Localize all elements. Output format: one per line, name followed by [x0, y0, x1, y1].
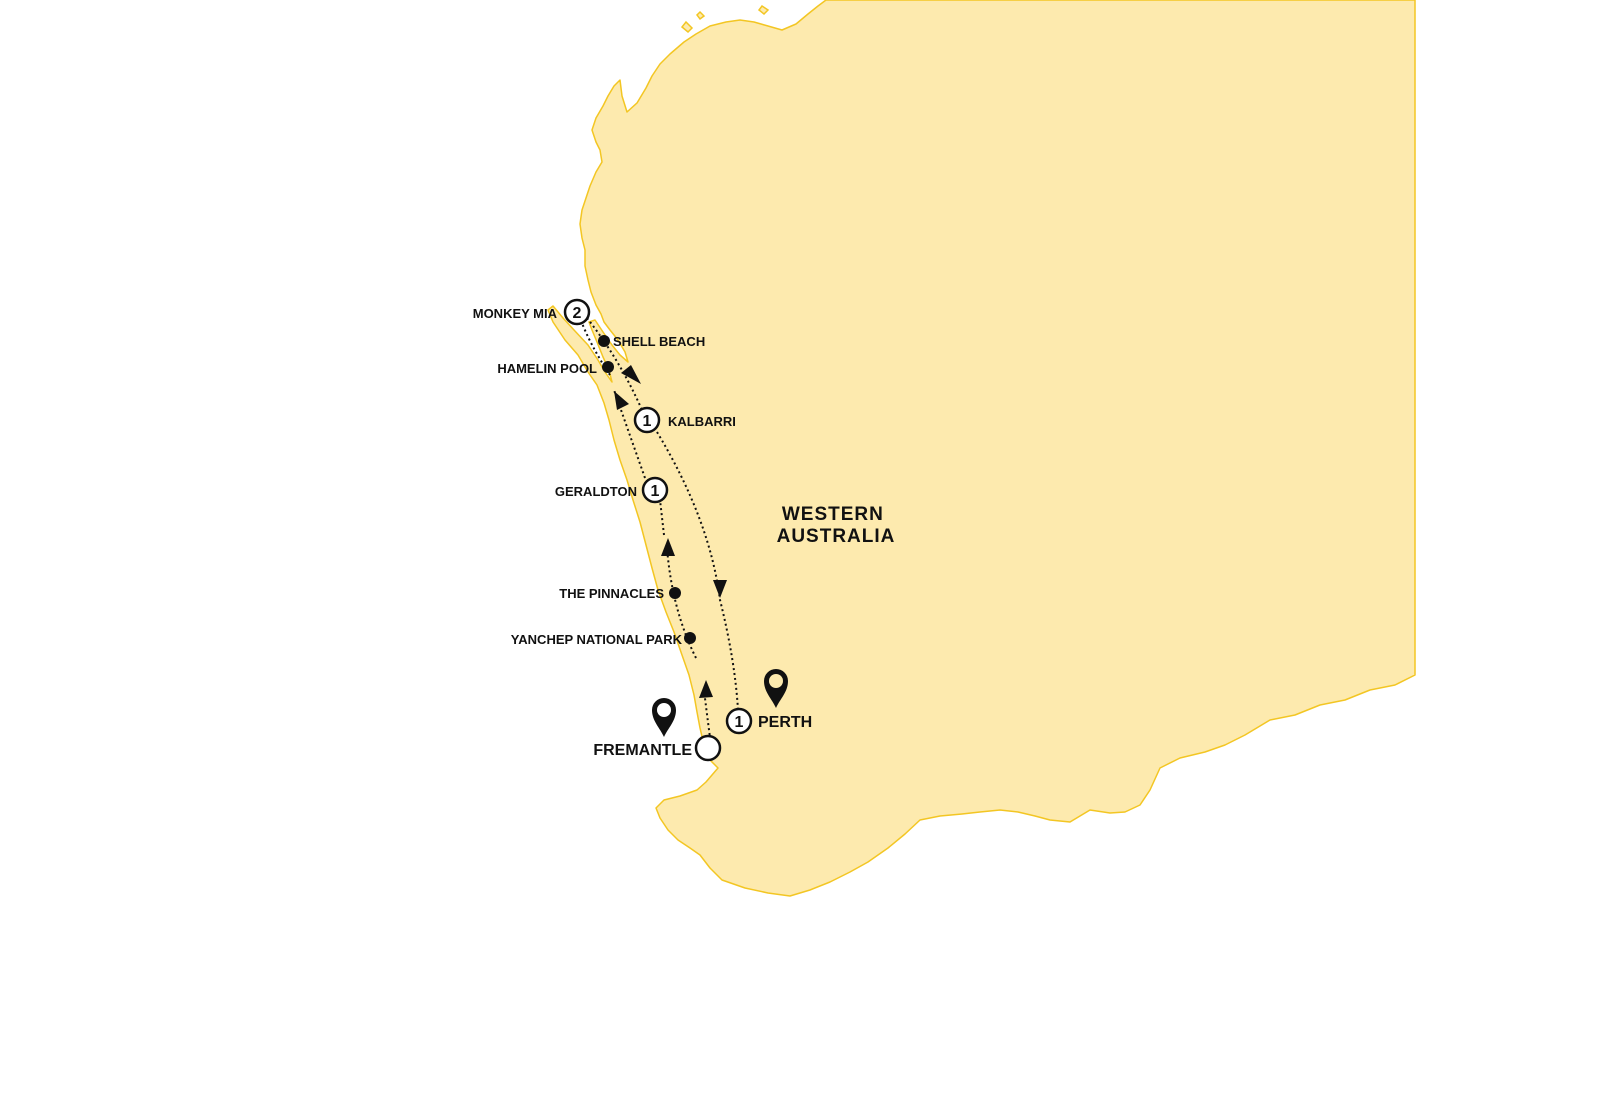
route-pinnacles-to-geraldton	[659, 499, 665, 536]
stop-label: FREMANTLE	[593, 742, 692, 759]
region-label-line-2: AUSTRALIA	[777, 526, 896, 547]
overnight-badge	[563, 298, 591, 326]
region-label: WESTERN AUSTRALIA	[777, 504, 896, 547]
island-2	[696, 10, 706, 21]
visit-dot	[602, 361, 614, 373]
visit-dot	[598, 335, 610, 347]
arrow-north-yanchep	[699, 680, 713, 698]
overnight-badge	[633, 406, 661, 434]
stop-label: HAMELIN POOL	[497, 361, 597, 376]
route-arrows	[614, 365, 727, 698]
arrow-north-hamelin	[614, 391, 629, 410]
western-australia-landmass	[547, 0, 1416, 897]
stop-label: SHELL BEACH	[613, 334, 705, 349]
island-1	[680, 20, 694, 34]
stop-fremantle[interactable]: FREMANTLE	[593, 698, 722, 762]
arrow-south-kalbarri	[621, 365, 641, 384]
arrow-north-pinnacles	[661, 538, 675, 556]
arrow-south-perth	[713, 580, 727, 598]
stop-label: MONKEY MIA	[473, 306, 558, 321]
overnight-badge	[641, 476, 669, 504]
stop-hamelin-pool[interactable]: HAMELIN POOL	[497, 361, 614, 376]
stop-the-pinnacles[interactable]: THE PINNACLES	[559, 586, 681, 601]
start-ring	[694, 734, 722, 762]
fremantle-pin-icon	[652, 698, 676, 737]
stop-label: PERTH	[758, 714, 812, 731]
nights-count: 1	[735, 714, 744, 731]
nights-count: 1	[643, 413, 652, 430]
stop-label: GERALDTON	[555, 484, 637, 499]
stop-label: YANCHEP NATIONAL PARK	[511, 632, 683, 647]
nights-count: 1	[651, 483, 660, 500]
stop-perth[interactable]: 1 PERTH	[725, 669, 812, 735]
stop-monkey-mia[interactable]: 2 MONKEY MIA	[473, 298, 591, 326]
stop-yanchep-national-park[interactable]: YANCHEP NATIONAL PARK	[511, 632, 696, 647]
overnight-badge	[725, 707, 753, 735]
visit-dot	[684, 632, 696, 644]
stop-label: KALBARRI	[668, 414, 736, 429]
route-yanchep-to-geraldton	[666, 547, 697, 659]
visit-dot	[669, 587, 681, 599]
stop-label: THE PINNACLES	[559, 586, 664, 601]
nights-count: 2	[573, 305, 582, 322]
perth-pin-icon	[764, 669, 788, 708]
route-kalbarri-to-perth	[656, 431, 739, 711]
stop-geraldton[interactable]: 1 GERALDTON	[555, 476, 669, 504]
island-3	[757, 4, 770, 16]
stop-shell-beach[interactable]: SHELL BEACH	[598, 334, 705, 349]
region-label-line-1: WESTERN	[782, 504, 884, 525]
route-monkey-mia-to-kalbarri	[586, 317, 643, 411]
stop-kalbarri[interactable]: 1 KALBARRI	[633, 406, 736, 434]
